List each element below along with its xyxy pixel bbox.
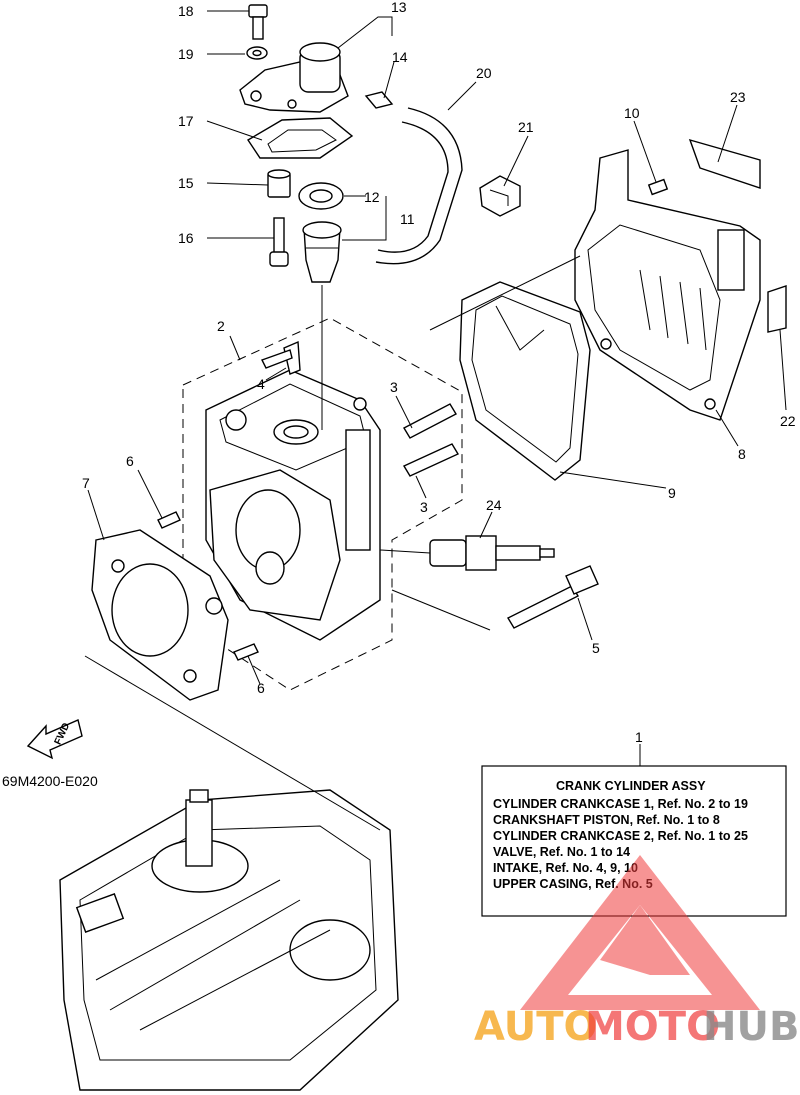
callout-24: 24 <box>486 497 502 513</box>
washer-19 <box>246 46 268 60</box>
dowel-3b <box>402 443 460 477</box>
callout-1: 1 <box>635 729 643 745</box>
callout-6b: 6 <box>257 680 265 696</box>
combustion-face <box>209 469 341 621</box>
legend-line: CRANKSHAFT PISTON, Ref. No. 1 to 8 <box>493 813 720 827</box>
gasket-17 <box>247 117 354 159</box>
callout-3a: 3 <box>390 379 398 395</box>
cylinder-head-cover-8 <box>574 149 761 421</box>
callout-21: 21 <box>518 119 534 135</box>
legend-line: CYLINDER CRANKCASE 2, Ref. No. 1 to 25 <box>493 829 748 843</box>
clip-21 <box>479 175 521 217</box>
callout-16: 16 <box>178 230 194 246</box>
callout-13: 13 <box>391 0 407 15</box>
spacer-15 <box>267 169 291 198</box>
fwd-arrow-icon: FWD <box>26 719 83 760</box>
svg-text:MOTO: MOTO <box>585 1004 720 1050</box>
callout-labels: 18 13 19 14 20 17 10 23 21 15 12 11 16 2… <box>82 0 796 745</box>
callout-15: 15 <box>178 175 194 191</box>
label-23 <box>688 138 761 189</box>
callout-22: 22 <box>780 413 796 429</box>
bolt-16 <box>269 217 289 267</box>
spark-plug-24 <box>429 535 555 571</box>
automotohub-watermark <box>520 855 760 1010</box>
dowel-3a <box>403 403 457 439</box>
gasket-9 <box>459 281 591 481</box>
callout-14: 14 <box>392 49 408 65</box>
svg-text:HUB: HUB <box>703 1004 799 1050</box>
callout-7: 7 <box>82 475 90 491</box>
hose-fitting-14 <box>364 91 394 109</box>
bolt-18 <box>248 4 268 40</box>
callout-4: 4 <box>257 376 265 392</box>
callout-6a: 6 <box>126 453 134 469</box>
callout-12: 12 <box>364 189 380 205</box>
automotohub-logo: AUTO MOTO HUB <box>474 1004 799 1050</box>
callout-23: 23 <box>730 89 746 105</box>
callout-8: 8 <box>738 446 746 462</box>
legend-line: CYLINDER CRANKCASE 1, Ref. No. 2 to 19 <box>493 797 748 811</box>
label-22 <box>767 285 787 333</box>
leader-lines <box>84 10 787 831</box>
diagram-code: 69M4200-E020 <box>2 773 98 789</box>
bolt-5 <box>507 565 599 629</box>
legend-line: UPPER CASING, Ref. No. 5 <box>493 877 653 891</box>
legend-line: VALVE, Ref. No. 1 to 14 <box>493 845 630 859</box>
pin-6a <box>157 511 181 529</box>
thermostat-11 <box>302 221 342 283</box>
callout-2: 2 <box>217 318 225 334</box>
callout-11: 11 <box>400 211 415 227</box>
legend-line: INTAKE, Ref. No. 4, 9, 10 <box>493 861 638 875</box>
callout-10: 10 <box>624 105 640 121</box>
elbow-fitting-4 <box>261 340 301 375</box>
callout-17: 17 <box>178 113 194 129</box>
callout-18: 18 <box>178 3 194 19</box>
seal-12 <box>298 182 344 210</box>
crankcase-block <box>59 789 399 1091</box>
pin-6b <box>233 643 259 661</box>
callout-5: 5 <box>592 640 600 656</box>
callout-9: 9 <box>668 485 676 501</box>
svg-text:AUTO: AUTO <box>474 1004 598 1050</box>
water-hose-20 <box>375 107 463 265</box>
screw-10 <box>647 178 669 196</box>
thermostat-cover-13 <box>239 42 349 113</box>
callout-20: 20 <box>476 65 492 81</box>
head-gasket-7 <box>91 529 229 701</box>
callout-19: 19 <box>178 46 194 62</box>
callout-3b: 3 <box>420 499 428 515</box>
legend-title: CRANK CYLINDER ASSY <box>556 779 706 793</box>
